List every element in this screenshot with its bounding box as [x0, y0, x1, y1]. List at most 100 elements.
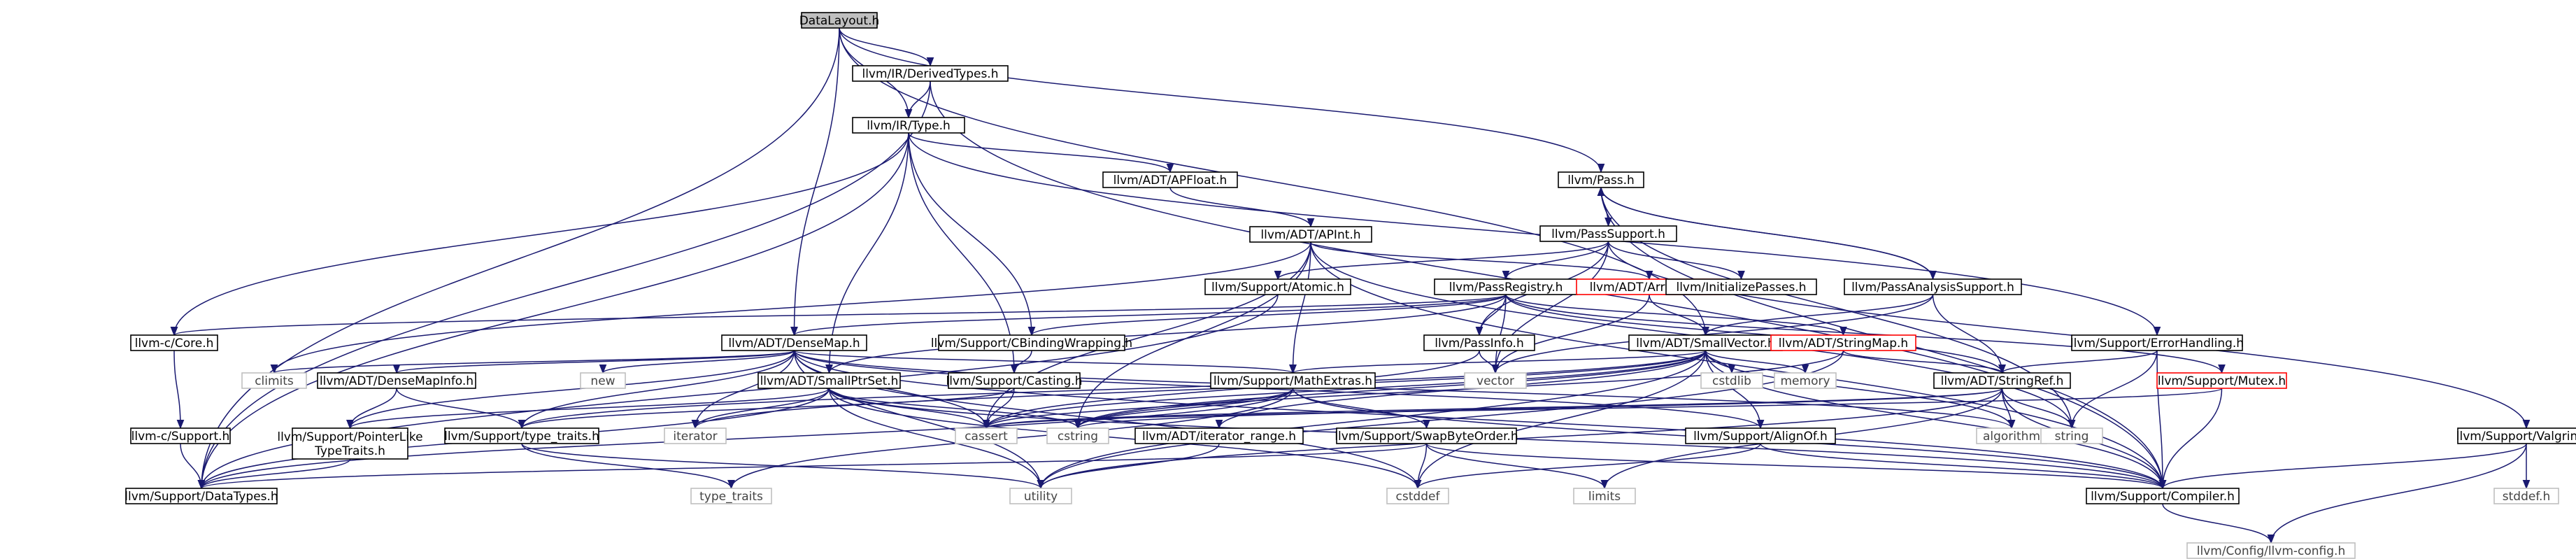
edge-errorhandling-to-stringref — [1998, 350, 2158, 374]
node-initpasses[interactable]: llvm/InitializePasses.h — [1665, 278, 1817, 295]
node-smallptrset[interactable]: llvm/ADT/SmallPtrSet.h — [757, 372, 901, 389]
node-densemapinfo[interactable]: llvm/ADT/DenseMapInfo.h — [317, 372, 476, 389]
edge-type-to-cbinding — [908, 132, 1036, 337]
node-compiler[interactable]: llvm/Support/Compiler.h — [2086, 488, 2240, 504]
node-label: type_traits — [699, 490, 763, 504]
edge-mathextras-to-datatypes — [197, 388, 1294, 490]
edge-mathextras-to-cassert — [982, 388, 1294, 430]
node-box — [1933, 372, 2071, 389]
node-stringmap[interactable]: llvm/ADT/StringMap.h — [1770, 334, 1916, 351]
edge-passsupport-to-pass — [1597, 186, 1609, 227]
node-box — [1249, 226, 1372, 243]
node-box — [2493, 488, 2559, 504]
edge-densemap-to-climits — [271, 350, 795, 374]
edge-compiler-to-llvmconfig — [2162, 503, 2275, 544]
node-valgrind[interactable]: llvm/Support/Valgrind.h — [2456, 427, 2576, 444]
node-alignof[interactable]: llvm/Support/AlignOf.h — [1685, 427, 1836, 444]
node-label: llvm/IR/Type.h — [867, 119, 951, 133]
node-datalayout[interactable]: DataLayout.h — [799, 12, 880, 29]
node-box — [1134, 427, 1304, 444]
edge-passsupport-to-valgrind — [1607, 241, 2531, 430]
edge-smallptrset-to-utility — [828, 388, 1045, 490]
node-cbinding[interactable]: llvm/Support/CBindingWrapping.h — [931, 334, 1132, 351]
node-box — [721, 334, 867, 351]
node-label: cassert — [965, 430, 1008, 444]
node-apfloat[interactable]: llvm/ADT/APFloat.h — [1102, 171, 1238, 188]
edge-casting-to-typetraits — [518, 388, 1015, 430]
node-mathextras[interactable]: llvm/Support/MathExtras.h — [1210, 372, 1376, 389]
node-iterrange[interactable]: llvm/ADT/iterator_range.h — [1134, 427, 1304, 444]
edge-passregistry-to-passinfo — [1475, 294, 1507, 337]
node-apint[interactable]: llvm/ADT/APInt.h — [1249, 226, 1372, 243]
edge-valgrind-to-compiler — [2158, 443, 2527, 490]
node-passinfo[interactable]: llvm/PassInfo.h — [1423, 334, 1535, 351]
node-label: llvm-c/Support.h — [131, 430, 230, 444]
node-box — [1009, 488, 1072, 504]
node-label: llvm/ADT/iterator_range.h — [1142, 430, 1296, 444]
node-box — [1573, 488, 1636, 504]
node-box — [317, 372, 476, 389]
node-typetraits[interactable]: llvm/Support/type_traits.h — [444, 427, 599, 444]
node-swapbyte[interactable]: llvm/Support/SwapByteOrder.h — [1335, 427, 1518, 444]
node-derivedtypes[interactable]: llvm/IR/DerivedTypes.h — [852, 65, 1009, 82]
node-densemap[interactable]: llvm/ADT/DenseMap.h — [721, 334, 867, 351]
edge-densemapinfo-to-typetraits — [396, 388, 526, 430]
edge-densemap-to-pointerlike — [346, 350, 795, 430]
edge-passanalysis-to-pass — [1597, 186, 1934, 280]
node-box — [125, 488, 278, 504]
node-label: llvm/ADT/DenseMapInfo.h — [320, 374, 474, 388]
node-box — [2156, 372, 2287, 389]
edge-arrayref-to-vector — [1491, 294, 1650, 374]
node-core[interactable]: llvm-c/Core.h — [130, 334, 218, 351]
edge-smallptrset-to-cstddef — [828, 388, 1422, 490]
node-type[interactable]: llvm/IR/Type.h — [852, 117, 965, 134]
node-label: llvm/ADT/APFloat.h — [1113, 174, 1227, 187]
node-atomic[interactable]: llvm/Support/Atomic.h — [1204, 278, 1351, 295]
edge-passregistry-to-stringmap — [1505, 294, 1847, 337]
node-label: algorithm — [1983, 430, 2040, 444]
node-box — [1102, 171, 1238, 188]
edge-densemap-to-mathextras — [793, 350, 1297, 374]
node-passanalysis[interactable]: llvm/PassAnalysisSupport.h — [1844, 278, 2022, 295]
edge-datalayout-to-pass — [839, 27, 1605, 174]
node-label: llvm/Support/CBindingWrapping.h — [931, 337, 1132, 351]
node-box — [1210, 372, 1376, 389]
node-box — [1774, 372, 1837, 389]
node-smallvector[interactable]: llvm/ADT/SmallVector.h — [1628, 334, 1783, 351]
node-casting[interactable]: llvm/Support/Casting.h — [946, 372, 1083, 389]
node-label: llvm/Support/DataTypes.h — [124, 490, 278, 504]
edge-densemap-to-iterator — [691, 350, 795, 430]
node-label: llvm/ADT/StringMap.h — [1779, 337, 1908, 351]
edge-alignof-to-compiler — [1760, 443, 2167, 490]
edge-type-to-datatypes — [197, 132, 909, 490]
edge-derivedtypes-to-type — [904, 80, 931, 119]
node-mutex[interactable]: llvm/Support/Mutex.h — [2156, 372, 2287, 389]
edge-passregistry-to-densemap — [790, 294, 1507, 337]
node-datatypes[interactable]: llvm/Support/DataTypes.h — [124, 488, 278, 504]
node-label: llvm/Support/type_traits.h — [444, 430, 599, 444]
edge-apint-to-mathextras — [1289, 241, 1311, 374]
node-box — [292, 427, 408, 460]
node-pass[interactable]: llvm/Pass.h — [1558, 171, 1644, 188]
node-box — [2086, 488, 2240, 504]
node-iterator: iterator — [664, 427, 727, 444]
node-stringref[interactable]: llvm/ADT/StringRef.h — [1933, 372, 2071, 389]
node-label: llvm/IR/DerivedTypes.h — [862, 67, 998, 81]
node-label: llvm/Support/SwapByteOrder.h — [1335, 430, 1518, 444]
node-csupport[interactable]: llvm-c/Support.h — [130, 427, 231, 444]
node-box — [130, 334, 218, 351]
node-box — [580, 372, 626, 389]
edge-alignof-to-cstddef — [1414, 443, 1761, 490]
node-errorhandling[interactable]: llvm/Support/ErrorHandling.h — [2070, 334, 2244, 351]
edge-passsupport-to-passregistry — [1502, 241, 1609, 281]
edge-type-to-core — [170, 132, 909, 337]
node-label: llvm/Support/ErrorHandling.h — [2070, 337, 2244, 351]
node-passsupport[interactable]: llvm/PassSupport.h — [1539, 225, 1677, 242]
node-passregistry[interactable]: llvm/PassRegistry.h — [1434, 278, 1578, 295]
node-label: limits — [1588, 490, 1621, 504]
node-cstddef: cstddef — [1386, 488, 1449, 504]
node-box — [130, 427, 231, 444]
edge-passregistry-to-smallptrset — [825, 294, 1507, 374]
node-box — [852, 117, 965, 134]
